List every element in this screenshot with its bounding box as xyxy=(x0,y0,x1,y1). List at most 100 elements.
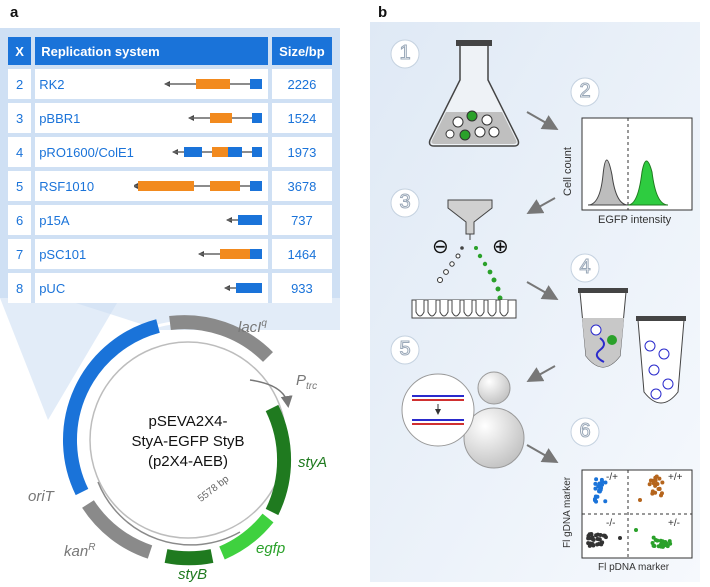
scatter-dot xyxy=(651,481,656,486)
scatter-dot xyxy=(590,541,595,546)
gene-arrangement-icon xyxy=(223,283,262,293)
label-styb: styB xyxy=(178,566,208,583)
egfp-arc xyxy=(219,513,274,560)
styb-arc xyxy=(164,549,214,566)
gene-arrangement-icon xyxy=(171,147,262,157)
flow-arrows xyxy=(526,111,559,463)
label-egfp: egfp xyxy=(256,540,286,557)
row-system: pRO1600/ColE1 xyxy=(31,133,268,167)
table-row: 2 RK2 2226 xyxy=(8,65,332,99)
scatter-dot xyxy=(596,484,601,489)
step-6: 6 xyxy=(579,420,591,443)
row-system: pSC101 xyxy=(31,235,268,269)
panel-label-a: a xyxy=(10,4,19,21)
table-header-row: X Replication system Size/bp xyxy=(8,37,332,65)
quadrant-br: +/- xyxy=(668,518,680,529)
scatter-dot xyxy=(653,538,658,543)
scatter-dot xyxy=(663,539,668,544)
header-size: Size/bp xyxy=(267,37,332,65)
row-x: 6 xyxy=(8,201,32,235)
table-row: 6 p15A 737 xyxy=(8,201,332,235)
scatter-dot xyxy=(587,536,592,541)
row-system: p15A xyxy=(31,201,268,235)
table-row: 3 pBBR1 1524 xyxy=(8,99,332,133)
label-ptrc: Ptrc xyxy=(296,372,318,392)
scatter-dot xyxy=(593,486,598,491)
row-size: 933 xyxy=(267,269,332,303)
step-4: 4 xyxy=(579,256,591,279)
histogram-xlabel: EGFP intensity xyxy=(598,214,672,226)
row-system-name: pRO1600/ColE1 xyxy=(39,144,134,160)
scatter-dot xyxy=(596,541,601,546)
scatter-dot xyxy=(660,480,665,485)
table-callout-left xyxy=(0,298,120,420)
oriv-arc xyxy=(62,319,160,496)
row-x: 3 xyxy=(8,99,32,133)
scatter-dot xyxy=(650,489,655,494)
row-size: 2226 xyxy=(267,65,332,99)
quadrant-tr: +/+ xyxy=(668,472,683,483)
row-x: 2 xyxy=(8,65,32,99)
plasmid-name-line3: (p2X4-AEB) xyxy=(147,453,229,470)
row-system-name: pBBR1 xyxy=(39,110,81,126)
scatter-dot xyxy=(662,543,667,548)
plasmid-map xyxy=(62,315,308,566)
scatter-dot xyxy=(594,533,599,538)
scatter-dot xyxy=(593,481,598,486)
gene-arrangement-icon xyxy=(197,249,262,259)
table-row: 5 RSF1010 3678 xyxy=(8,167,332,201)
scatter-dot xyxy=(659,491,664,496)
row-x: 7 xyxy=(8,235,32,269)
step-1: 1 xyxy=(399,42,411,65)
scatter-dot xyxy=(589,532,594,537)
sorter-illustration xyxy=(411,199,517,319)
step-5: 5 xyxy=(399,338,411,361)
row-size: 1524 xyxy=(267,99,332,133)
histogram xyxy=(581,117,693,211)
step-2: 2 xyxy=(579,80,591,103)
scatter-dot xyxy=(592,498,597,503)
row-system: pUC xyxy=(31,269,268,303)
flask-illustration xyxy=(428,40,520,147)
row-size: 3678 xyxy=(267,167,332,201)
gene-arrangement-icon xyxy=(225,215,262,225)
scatter-dot xyxy=(665,544,670,549)
gene-arrangement-icon xyxy=(133,181,262,191)
row-x: 4 xyxy=(8,133,32,167)
scatter-dot xyxy=(657,476,662,481)
scatter-dot xyxy=(586,541,591,546)
scatter-dot xyxy=(597,489,602,494)
minus-electrode: ⊖ xyxy=(432,236,449,258)
gene-arrangement-icon xyxy=(163,79,262,89)
row-system-name: RSF1010 xyxy=(39,178,95,194)
row-size: 1973 xyxy=(267,133,332,167)
header-x: X xyxy=(8,37,32,65)
scatter-dot xyxy=(657,486,662,491)
row-x: 5 xyxy=(8,167,32,201)
sequencing-illustration xyxy=(401,371,525,469)
scatter-ylabel: Fl gDNA marker xyxy=(562,476,573,548)
row-system-name: p15A xyxy=(39,212,70,228)
row-size: 737 xyxy=(267,201,332,235)
plus-electrode: ⊕ xyxy=(492,236,509,258)
quadrant-tl: -/+ xyxy=(606,472,618,483)
scatter-dot xyxy=(603,480,608,485)
scatter-dot xyxy=(654,474,659,479)
row-size: 1464 xyxy=(267,235,332,269)
scatter-dot xyxy=(595,536,600,541)
row-x: 8 xyxy=(8,269,32,303)
laci-arc xyxy=(169,315,273,363)
row-system: pBBR1 xyxy=(31,99,268,133)
label-stya: styA xyxy=(298,454,328,471)
histogram-ylabel: Cell count xyxy=(562,147,574,196)
gene-arrangement-icon xyxy=(187,113,262,123)
scatter-dot xyxy=(593,494,598,499)
table-row: 4 pRO1600/ColE1 1973 xyxy=(8,133,332,167)
scatter-plot xyxy=(581,469,693,559)
row-system-name: RK2 xyxy=(39,76,65,92)
scatter-dot xyxy=(667,539,672,544)
scatter-dot xyxy=(601,533,606,538)
